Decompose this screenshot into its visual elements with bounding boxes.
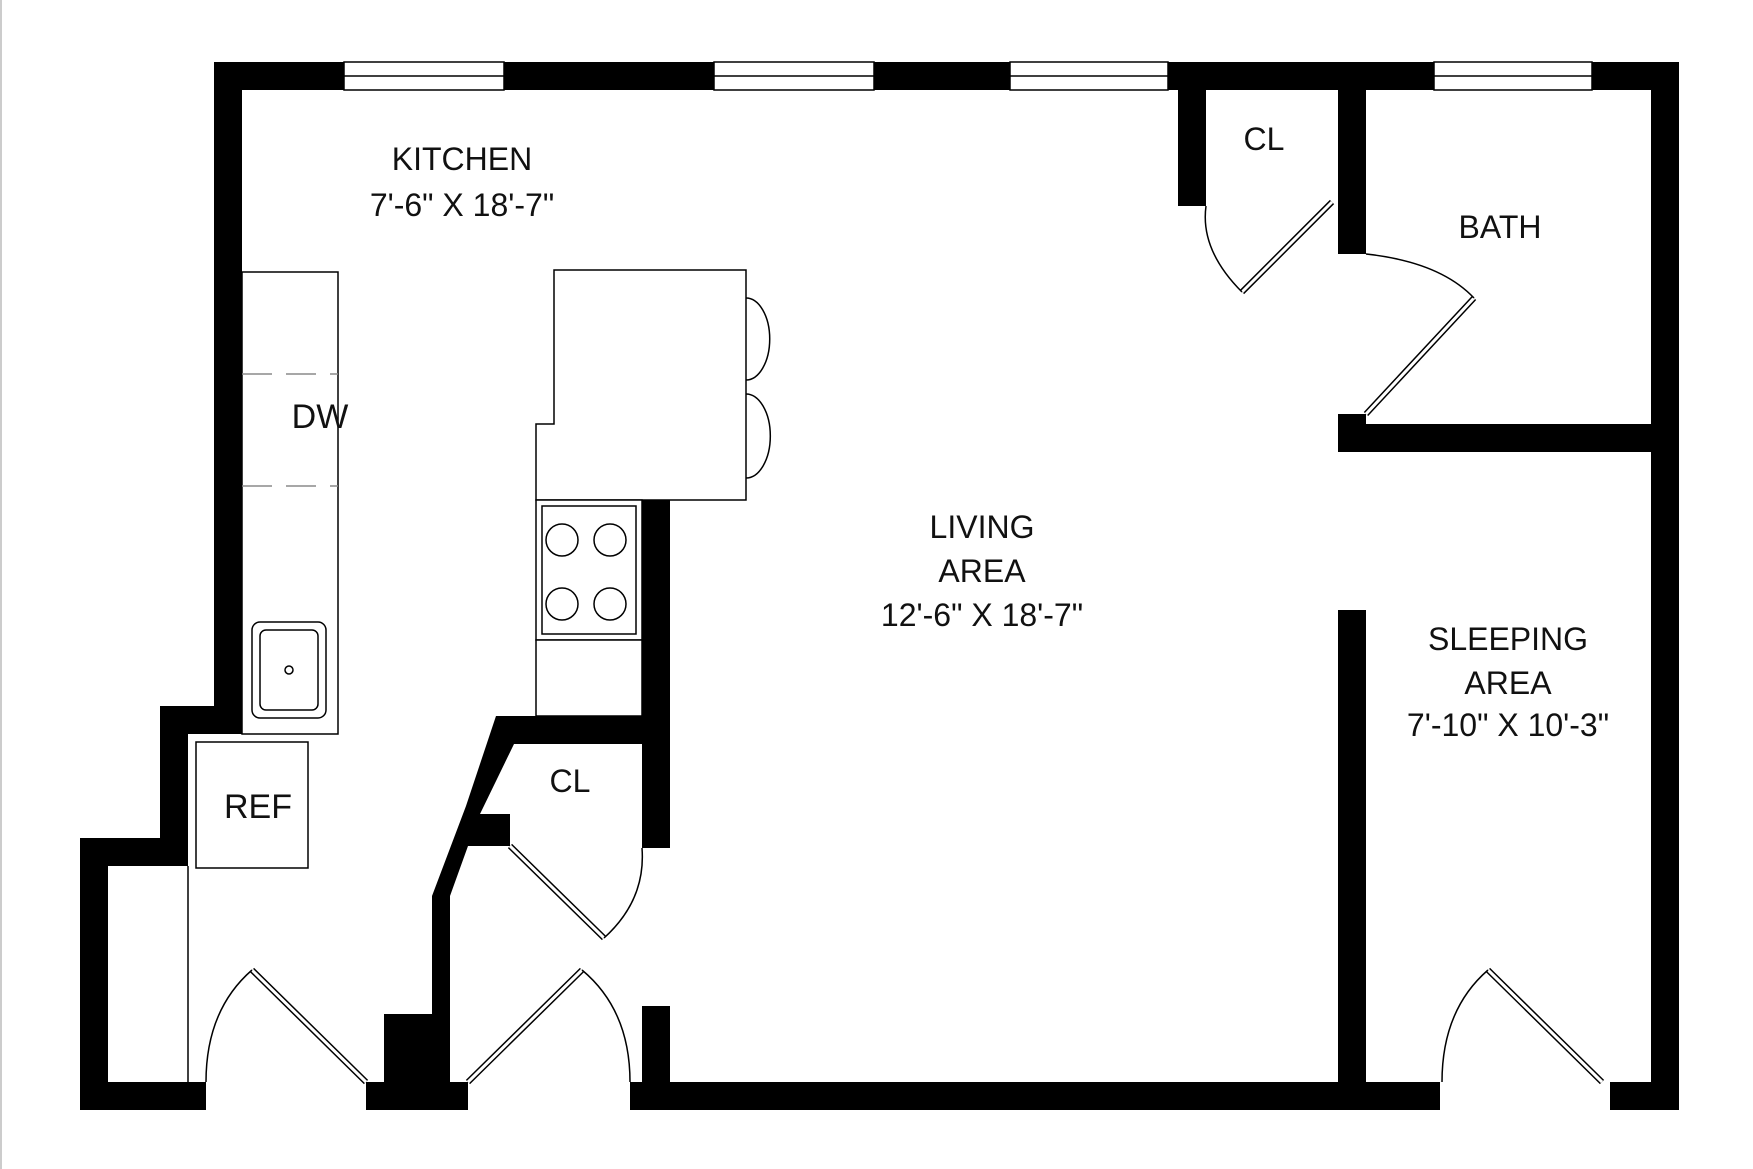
room-labels: KITCHEN 7'-6" X 18'-7" DW REF CL BATH LI… bbox=[224, 121, 1609, 826]
stool-icon bbox=[745, 393, 772, 479]
bottom-wall-center bbox=[630, 1082, 1440, 1110]
bottom-wall-right bbox=[1610, 1082, 1679, 1110]
closet-top-label: CL bbox=[1244, 121, 1285, 157]
kitchen-size: 7'-6" X 18'-7" bbox=[370, 187, 554, 223]
kitchen-island bbox=[535, 269, 747, 501]
sleeping-door[interactable] bbox=[1441, 967, 1605, 1085]
stool-icon bbox=[745, 297, 771, 381]
page-edge bbox=[0, 0, 2, 1169]
entry-pillar bbox=[384, 1014, 440, 1110]
entry-door-center[interactable] bbox=[465, 967, 631, 1085]
kitchen-partition-wall bbox=[642, 466, 670, 848]
living-entry-jamb bbox=[642, 1006, 670, 1110]
windows bbox=[343, 61, 1593, 91]
bath-bottom-wall bbox=[1338, 424, 1679, 452]
sleeping-name-line2: AREA bbox=[1464, 665, 1552, 701]
living-size: 12'-6" X 18'-7" bbox=[881, 597, 1083, 633]
entry-door-left[interactable] bbox=[205, 967, 369, 1085]
left-lower-wall bbox=[80, 838, 108, 1110]
doors bbox=[205, 199, 1605, 1085]
bath-door[interactable] bbox=[1363, 253, 1477, 417]
closet-mid-label: CL bbox=[550, 763, 591, 799]
closet-top-door[interactable] bbox=[1204, 199, 1335, 295]
bath-label: BATH bbox=[1459, 209, 1542, 245]
bottom-wall-left bbox=[80, 1082, 206, 1110]
bath-left-wall-upper bbox=[1338, 62, 1366, 254]
closet-jamb bbox=[1178, 178, 1206, 206]
living-name-line2: AREA bbox=[938, 553, 1026, 589]
closet-mid-door[interactable] bbox=[507, 843, 644, 941]
left-upper-wall bbox=[214, 62, 242, 734]
sleeping-size: 7'-10" X 10'-3" bbox=[1407, 707, 1609, 743]
refrigerator bbox=[195, 741, 309, 869]
refrigerator-label: REF bbox=[224, 788, 292, 826]
stove-icon bbox=[535, 499, 643, 641]
dishwasher-label: DW bbox=[292, 398, 349, 436]
interior-walls bbox=[432, 62, 1679, 1110]
right-wall bbox=[1651, 62, 1679, 1110]
kitchen-fixtures bbox=[195, 269, 772, 869]
sink-icon bbox=[251, 621, 327, 719]
sleeping-divider-wall bbox=[1338, 610, 1366, 1110]
living-name-line1: LIVING bbox=[930, 509, 1035, 545]
closet-mid-wall bbox=[432, 716, 670, 1110]
sleeping-name-line1: SLEEPING bbox=[1428, 621, 1588, 657]
stove-side-counter bbox=[535, 639, 643, 717]
kitchen-name: KITCHEN bbox=[392, 141, 532, 177]
